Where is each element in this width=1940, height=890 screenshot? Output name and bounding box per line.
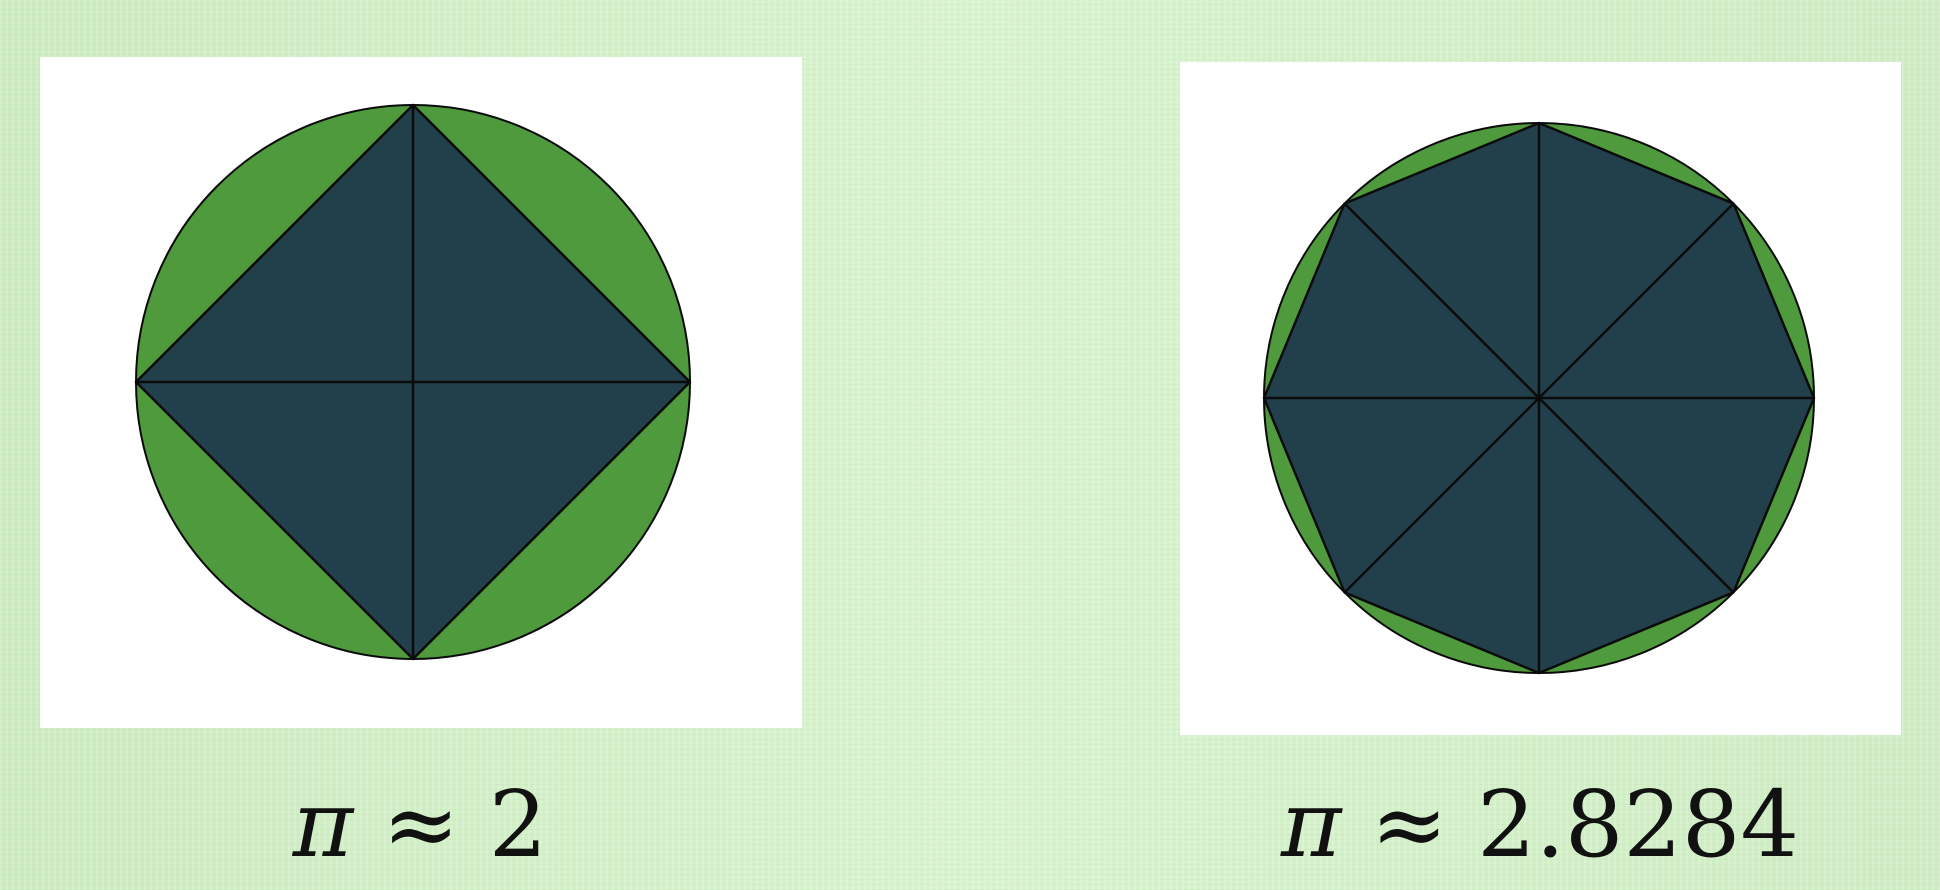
- caption-octagon-approximation: π ≈ 2.8284: [1160, 770, 1920, 880]
- caption-square-approximation: π ≈ 2: [110, 770, 730, 880]
- approx-value: 2: [488, 771, 548, 878]
- inscribed-octagon-diagram: [1262, 121, 1816, 675]
- radius-line: [1538, 202, 1735, 399]
- radius-line: [1343, 202, 1540, 399]
- diagram-panel-square: [40, 57, 802, 728]
- pi-symbol: π: [1281, 771, 1342, 878]
- approx-sign: ≈: [382, 771, 460, 878]
- radius-line: [1343, 397, 1540, 594]
- diagram-panel-octagon: [1180, 62, 1901, 735]
- approx-value: 2.8284: [1477, 771, 1799, 878]
- pi-symbol: π: [292, 771, 354, 878]
- inscribed-square-diagram: [134, 103, 692, 661]
- inscribed-polygon-group: [1262, 121, 1816, 675]
- radius-line: [1538, 397, 1735, 594]
- inscribed-polygon-group: [134, 103, 692, 661]
- approx-sign: ≈: [1370, 771, 1448, 878]
